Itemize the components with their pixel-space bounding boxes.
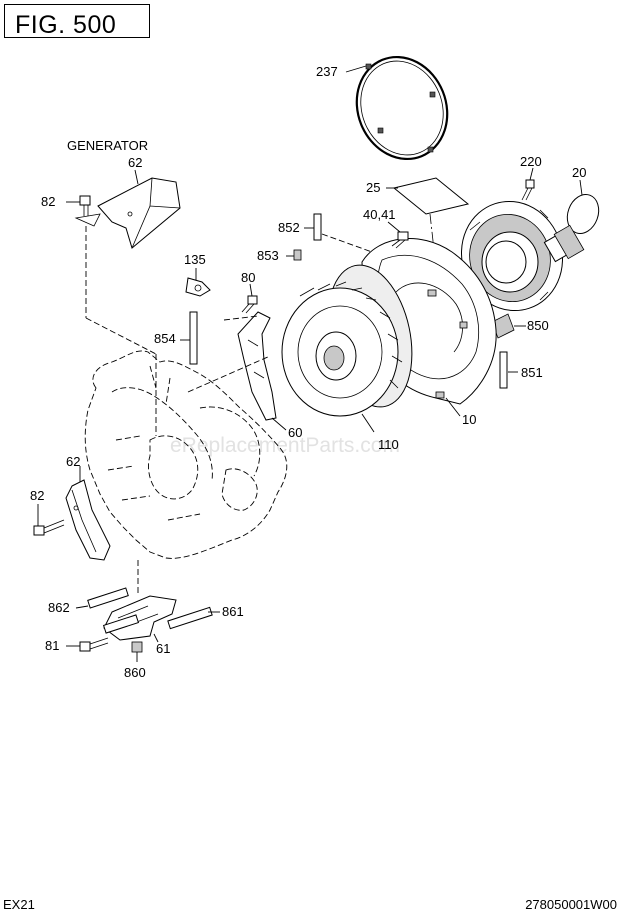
bolt-81	[79, 637, 109, 652]
pad-851	[499, 351, 508, 389]
label-sheet-25	[392, 177, 470, 215]
callout-851: 851	[521, 365, 543, 380]
bolt-80	[241, 295, 258, 314]
cap-20	[566, 194, 600, 234]
screw-220	[521, 179, 535, 201]
pad-860	[131, 641, 143, 653]
callout-40-41: 40,41	[363, 207, 396, 222]
callout-852: 852	[278, 220, 300, 235]
recoil-starter	[461, 200, 585, 312]
figure-title-box: FIG. 500	[4, 4, 150, 39]
callout-135: 135	[184, 252, 206, 267]
callout-110: 110	[378, 437, 399, 452]
callout-854: 854	[154, 331, 176, 346]
pad-854	[189, 311, 198, 365]
pad-862	[87, 587, 129, 609]
callout-850: 850	[527, 318, 549, 333]
bottom-baffle-61	[102, 595, 177, 641]
bolt-82-top	[74, 195, 101, 227]
callout-220: 220	[520, 154, 542, 169]
callout-860: 860	[124, 665, 146, 680]
callout-80: 80	[241, 270, 255, 285]
figure-title: FIG. 500	[15, 11, 117, 39]
generator-cover-62	[97, 177, 181, 249]
callout-10: 10	[462, 412, 476, 427]
generator-label: GENERATOR	[67, 138, 148, 153]
callout-862: 862	[48, 600, 70, 615]
baffle-60	[237, 311, 277, 421]
washer-135	[185, 277, 211, 297]
callout-62-top: 62	[128, 155, 142, 170]
bolt-40-41	[391, 231, 409, 249]
callout-20: 20	[572, 165, 586, 180]
callout-62-left: 62	[66, 454, 80, 469]
callout-81: 81	[45, 638, 59, 653]
gasket-ring-237	[355, 55, 449, 161]
callout-853: 853	[257, 248, 279, 263]
callout-82-top: 82	[41, 194, 55, 209]
pad-852	[313, 213, 322, 241]
callout-61: 61	[156, 641, 170, 656]
callout-25: 25	[366, 180, 380, 195]
callout-861: 861	[222, 604, 244, 619]
callout-82-left: 82	[30, 488, 44, 503]
side-cover-62	[65, 479, 111, 561]
pad-853	[293, 249, 302, 261]
diagram-code: 278050001W00	[525, 897, 617, 912]
flywheel-110	[281, 264, 413, 417]
watermark: eReplacementParts.com	[170, 434, 400, 457]
engine-phantom-outline	[84, 350, 288, 559]
callout-237: 237	[316, 64, 338, 79]
model-code: EX21	[3, 897, 35, 912]
callout-60: 60	[288, 425, 302, 440]
pad-861	[167, 606, 213, 630]
bolt-82-left	[33, 519, 65, 536]
